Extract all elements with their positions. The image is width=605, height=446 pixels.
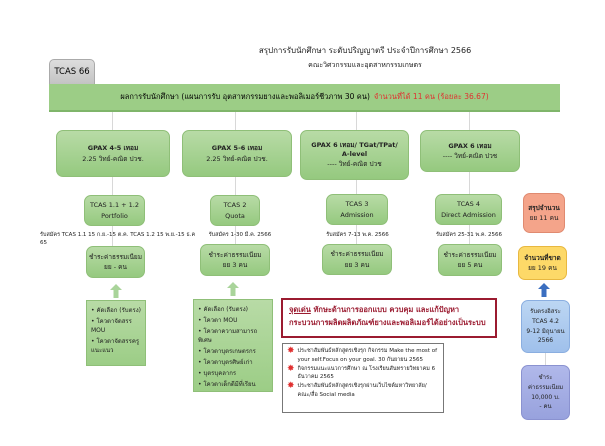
activity-item: ✸ประชาสัมพันธ์หลักสูตรเชิงรุกผ่านเว็บไซต… [287,382,439,400]
fee-count: ยย 3 คน [222,261,248,269]
fee-box-3: ชำระค่าธรรมเนียมยย 3 คน [322,244,392,275]
fee-count: ยย - คน [104,263,127,271]
fee-count: ยย 5 คน [457,261,483,269]
gpax-requirement: ---- วิทย์-คณิต ปวช [442,152,498,160]
fee-label: ชำระค่าธรรมเนียม [208,250,262,259]
activity-item: ✸ประชาสัมพันธ์หลักสูตรเชิงรุก กิจกรรม Ma… [287,347,439,365]
gpax-box-3: GPAX 6 เทอม/ TGat/TPat/A-level---- วิทย์… [300,130,409,180]
list-item: คัดเลือก (รับตรง) [198,305,268,314]
activities-box: ✸ประชาสัมพันธ์หลักสูตรเชิงรุก กิจกรรม Ma… [282,343,444,413]
results-banner: ผลการรับนักศึกษา (แผนการรับ อุตสาหกรรมยา… [49,84,560,112]
quota-list-2: คัดเลือก (รับตรง) โควตา MOU โควตาความสาม… [193,299,273,392]
fee-line: 10,000 บ. [531,393,560,401]
list-item: โควตาความสามารถพิเศษ [198,327,268,345]
activity-text: กิจกรรมแนะแนวการศึกษา ณ โรงเรียนสันทรายว… [297,365,436,381]
quota-list-1: คัดเลือก (รับตรง) โควตาจัดสรร MOU โควตาจ… [86,300,146,366]
connector-line [469,112,470,246]
fee-label: ชำระค่าธรรมเนียม [443,250,497,259]
summary-label: สรุปจำนวน [528,203,560,212]
star-burst-icon: ✸ [287,346,295,356]
fee-line: ค่าธรรมเนียม [527,383,564,391]
connector-line [112,112,113,248]
round-type: Direct Admission [441,210,496,219]
fee-box-1: ชำระค่าธรรมเนียมยย - คน [86,246,145,278]
tcas42-line: 9-12 มิถุนายน [526,327,565,335]
list-item: โควตาจัดสรรครู แนะแนว [91,337,141,355]
list-item: บุตรบุคลากร [198,369,268,378]
connector-line [235,112,236,246]
list-item: โควตาบุตรเกษตรกร [198,347,268,356]
gpax-box-4: GPAX 6 เทอม ---- วิทย์-คณิต ปวช [420,130,520,172]
arrow-up-icon [110,284,122,298]
faculty-subtitle: คณะวิศวกรรมและอุตสาหกรรมเกษตร [308,61,422,69]
list-item: โควตาบุตรศิษย์เก่า [198,358,268,367]
gpax-requirement: ---- วิทย์-คณิต ปวช [327,159,382,168]
highlight-label: จุดเด่น [289,305,311,314]
fee-box-2: ชำระค่าธรรมเนียมยย 3 คน [200,244,270,276]
tcas42-fee-box: ชำระค่าธรรมเนียม 10,000 บ. - คน [521,365,570,420]
banner-text: ผลการรับนักศึกษา (แผนการรับ อุตสาหกรรมยา… [120,92,370,101]
fee-label: ชำระค่าธรรมเนียม [88,252,143,261]
activity-text: ประชาสัมพันธ์หลักสูตรเชิงรุก กิจกรรม Mak… [297,348,438,363]
tcas66-tab: TCAS 66 [49,59,95,85]
gpax-label: GPAX 6 เทอม/ TGat/TPat/ [311,141,398,150]
list-item: คัดเลือก (รับตรง) [91,306,141,315]
arrow-up-icon [227,282,239,296]
round-name: TCAS 4 [457,200,480,209]
activity-text: ประชาสัมพันธ์หลักสูตรเชิงรุกผ่านเว็บไซต์… [297,383,427,398]
round-dates: รับสมัคร 1-30 มี.ค. 2566 [208,232,272,238]
summary-box: สรุปจำนวนยย 11 คน [523,193,565,233]
highlight-text-2: กระบวนการผลิตผลิตภัณฑ์ยางและพอลิเมอร์ได้… [289,317,486,327]
fee-line: ชำระ [538,374,553,382]
gpax-label-2: A-level [341,150,368,159]
star-burst-icon: ✸ [287,381,295,392]
fee-box-4: ชำระค่าธรรมเนียมยย 5 คน [438,244,502,276]
fee-label: ชำระค่าธรรมเนียม [330,250,384,259]
gpax-label: GPAX 5-6 เทอม [211,144,263,153]
gpax-label: GPAX 6 เทอม [448,141,492,150]
connector-line [545,353,546,365]
round-dates: รับสมัคร 25-31 พ.ค. 2566 [435,232,503,238]
summary-value: ยย 11 คน [529,214,559,222]
round-type: Quota [225,211,245,220]
tcas42-line: 2566 [537,337,554,345]
gpax-requirement: 2.25 วิทย์-คณิต ปวช. [82,154,144,163]
fee-line: - คน [539,403,552,411]
star-burst-icon: ✸ [287,363,295,374]
banner-highlight: จำนวนที่ได้ 11 คน (ร้อยละ 36.67) [373,92,489,101]
round-name: TCAS 3 [345,200,369,209]
round-type: Admission [340,210,374,219]
missing-value: ยย 19 คน [528,264,557,272]
tcas42-line: TCAS 4.2 [532,317,559,325]
highlight-text: ทักษะด้านการออกแบบ ควบคุม และแก้ปัญหา [313,305,460,314]
round-name: TCAS 1.1 + 1.2 [89,201,140,210]
round-dates: รับสมัคร 7-13 พ.ค. 2566 [326,232,389,238]
gpax-label: GPAX 4-5 เทอม [87,144,139,153]
gpax-requirement: 2.25 วิทย์-คณิต ปวช. [206,154,268,163]
activity-item: ✸กิจกรรมแนะแนวการศึกษา ณ โรงเรียนสันทราย… [287,363,439,383]
round-dates: รับสมัคร TCAS 1.1 15 ก.ย.-15 ต.ค. TCAS 1… [40,232,196,246]
fee-count: ยย 3 คน [344,260,370,269]
diagram-title: สรุปการรับนักศึกษา ระดับปริญญาตรี ประจำป… [258,46,472,55]
round-type: Portfolio [101,211,128,220]
missing-label: จำนวนที่ขาด [524,253,561,262]
arrow-up-icon [538,283,550,297]
round-name: TCAS 2 [223,201,247,210]
missing-box: จำนวนที่ขาดยย 19 คน [518,246,567,280]
tcas42-line: รับตรงอิสระ [530,308,561,316]
list-item: โควตาเด็กดีมีที่เรียน [198,380,268,389]
list-item: โควตาจัดสรร MOU [91,317,141,335]
highlight-box: จุดเด่น ทักษะด้านการออกแบบ ควบคุม และแก้… [281,298,497,338]
list-item: โควตา MOU [198,316,268,325]
